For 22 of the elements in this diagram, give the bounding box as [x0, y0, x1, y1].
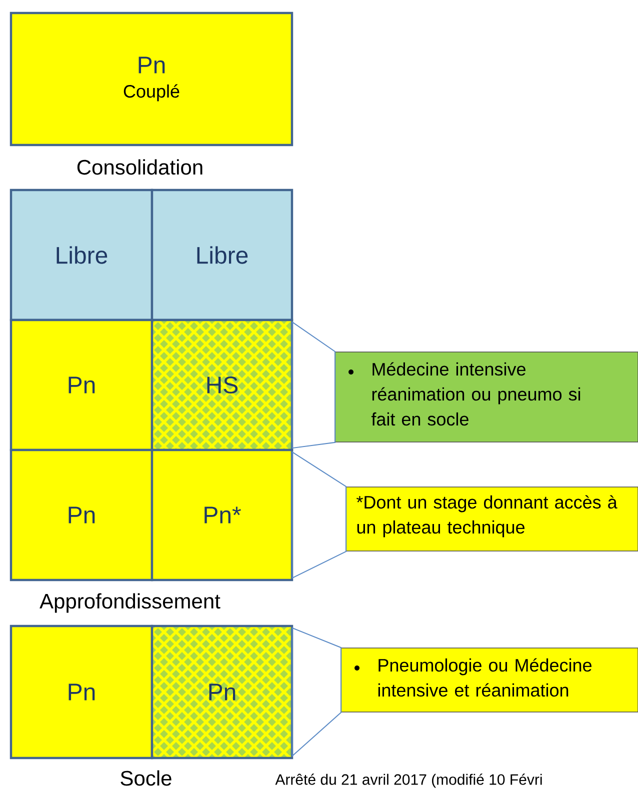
- cell: Pn Couplé: [10, 12, 294, 146]
- cell: Pn*: [150, 448, 294, 582]
- cell: Libre: [10, 188, 154, 322]
- leader-line: [292, 320, 336, 449]
- callout-box: [346, 486, 638, 552]
- callout-box: [334, 352, 638, 442]
- section-label: Approfondissement: [40, 593, 220, 613]
- leader-line: [292, 627, 342, 758]
- cell: Libre: [150, 188, 294, 322]
- callout-text: Médecine intensive réanimation ou pneumo si fait en socle: [371, 362, 580, 426]
- callout-text: *Dont un stage donnant accès à un plateau technique: [356, 495, 618, 538]
- note-text: Arrêté du 21 avril 2017 (modifié 10 Févri: [275, 774, 542, 788]
- callout-box: [340, 648, 638, 712]
- section-label: Consolidation: [77, 159, 202, 175]
- leader-line: [292, 450, 347, 579]
- cell: Pn: [10, 448, 154, 582]
- checkered-cell: Pn: [150, 624, 294, 760]
- callout-text: Pneumologie ou Médecine intensive et réanimation: [378, 658, 592, 697]
- cell: Pn: [10, 624, 154, 760]
- checkered-cell: HS: [150, 318, 294, 452]
- cell: Pn: [10, 318, 154, 452]
- section-label: Socle: [120, 770, 172, 786]
